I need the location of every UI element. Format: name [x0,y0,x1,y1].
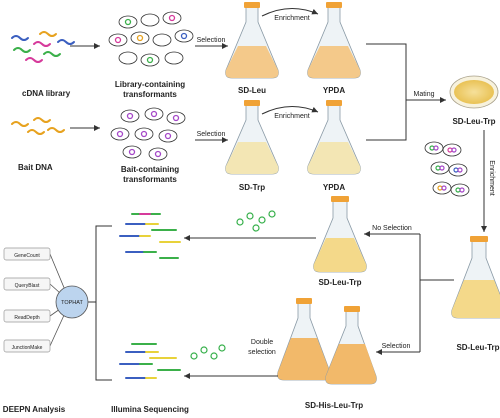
no-selection-label: No Selection [372,225,412,232]
bait-dna-icon [11,117,65,135]
mating-label: Mating [413,91,434,98]
selection-top-label: Selection [197,37,226,44]
diploid-plasmid-rings [429,145,465,193]
enrichment-right-label: Enrichment [488,160,495,195]
illumina-reads-top-icon [119,213,181,259]
plasmid-cluster-top-icon [236,210,276,232]
arrow-enrichment-bottom [261,106,319,115]
sd-leu-label: SD-Leu [238,86,266,95]
flask-sd-leu-trp-right [451,236,500,319]
flask-sd-his-leu-trp-back [277,298,331,381]
flask-sd-trp [225,100,279,175]
illumina-reads-bottom-icon [119,343,181,379]
plate-sd-leu-trp [449,75,499,109]
ypda-top-label: YPDA [323,86,345,95]
mating-bracket [366,43,407,141]
selection-bottom-label: Selection [197,131,226,138]
flask-sd-leu [225,2,279,79]
arrow-enrichment-top [261,8,319,17]
bait-plasmid-rings [116,110,180,158]
double-selection-label-line2: selection [248,349,276,356]
deepn-item-junctionmake: JunctionMake [12,345,43,351]
bait-transformants-label-line2: transformants [123,175,177,184]
plasmid-cluster-bottom-icon [190,344,226,360]
deepn-item-genecount: GeneCount [14,253,40,259]
flask-ypda-bottom [307,100,361,175]
sd-his-leu-trp-label: SD-His-Leu-Trp [305,401,363,410]
bait-transformants-label-line1: Bait-containing [121,165,179,174]
flask-ypda-top [307,2,361,79]
enrichment-top-label: Enrichment [274,15,309,22]
selection-right-label: Selection [382,343,411,350]
flask-sd-leu-trp-mid [313,196,367,273]
tophat-node [55,285,89,319]
library-transformants-label-line1: Library-containing [115,80,185,89]
sd-trp-label: SD-Trp [239,183,265,192]
bait-dna-label: Bait DNA [18,163,53,172]
plate-sd-leu-trp-label: SD-Leu-Trp [452,117,495,126]
cdna-library-label: cDNA library [22,89,71,98]
sd-leu-trp-right-label: SD-Leu-Trp [456,343,499,352]
deepn-item-boxes [3,247,51,353]
deepn-item-readdepth: ReadDepth [14,315,40,321]
reads-bracket [95,225,112,381]
deepn-label: DEEPN Analysis [3,405,66,414]
tophat-label: TOPHAT [61,300,83,306]
library-transformant-cells-icon [108,11,194,67]
enrichment-bottom-label: Enrichment [274,113,309,120]
library-plasmid-rings [114,14,188,64]
deepn-item-queryblast: QueryBlast [15,283,40,289]
sd-leu-trp-mid-label: SD-Leu-Trp [318,278,361,287]
branch-bracket-top [419,234,454,281]
library-transformants-label-line2: transformants [123,90,177,99]
bait-transformant-cells-icon [110,107,186,161]
flask-sd-his-leu-trp-front [325,306,377,385]
double-selection-label-line1: Double [251,339,273,346]
ypda-bottom-label: YPDA [323,183,345,192]
illumina-label: Illumina Sequencing [111,405,189,414]
cdna-library-dna-icon [11,31,75,63]
